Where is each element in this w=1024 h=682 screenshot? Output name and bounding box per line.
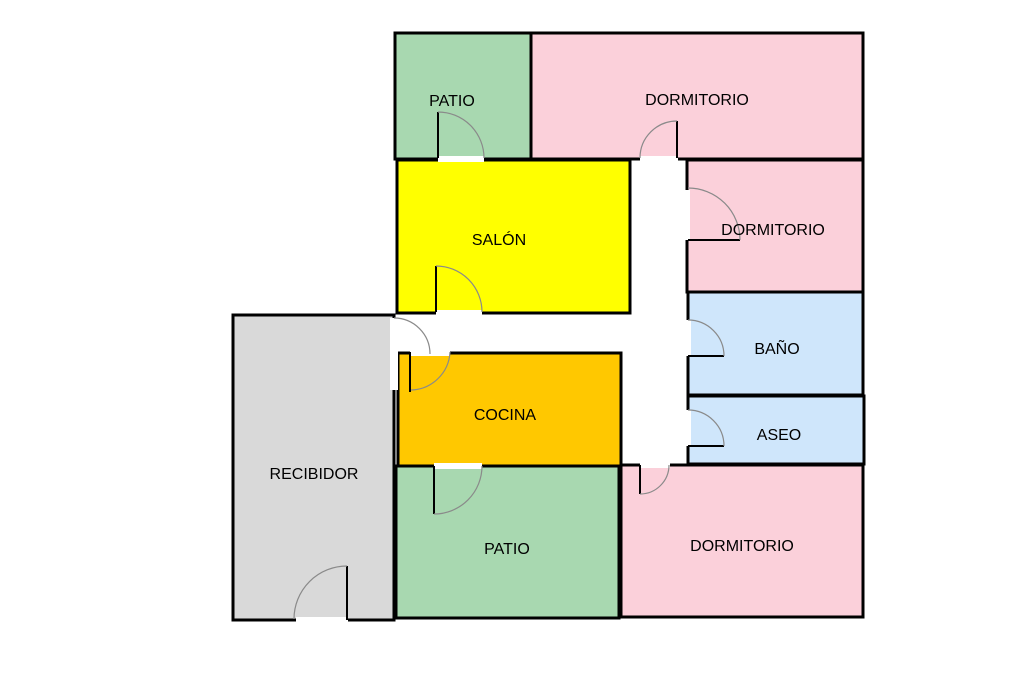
door-arc-patio-bottom [433, 465, 483, 515]
label-salon: SALÓN [472, 230, 526, 249]
door-arc-patio-top [437, 111, 485, 159]
label-recibidor: RECIBIDOR [270, 466, 359, 483]
opening-aseo [685, 410, 691, 446]
door-swings [293, 111, 741, 620]
door-arc-cocina-corridor [409, 351, 451, 391]
door-arc-dormitorio-bottom [639, 464, 670, 495]
door-arc-recibidor-entry [293, 565, 348, 620]
opening-patio-bottom [434, 463, 482, 469]
door-arc-aseo [687, 409, 725, 447]
door-arc-bano [687, 319, 725, 357]
door-arc-recibidor-corridor [393, 317, 431, 355]
opening-recibidor-entry [296, 617, 348, 623]
opening-salon [436, 310, 482, 316]
opening-dormitorio-right [684, 190, 690, 240]
room-recibidor [233, 315, 394, 620]
opening-dormitorio-bottom [640, 462, 670, 468]
wall-dormitorio-bottom [619, 463, 865, 619]
room-dormitorio-right [687, 160, 863, 292]
wall-salon [395, 158, 632, 315]
room-bano [688, 292, 863, 395]
room-fills [233, 33, 864, 620]
door-arc-dormitorio-right [687, 187, 741, 241]
wall-patio-bottom [394, 464, 621, 620]
room-dormitorio-bottom [621, 465, 863, 617]
room-cocina [398, 353, 621, 466]
room-aseo [688, 396, 864, 464]
room-labels: PATIO DORMITORIO SALÓN DORMITORIO BAÑO A… [270, 92, 825, 558]
label-dormitorio-bottom: DORMITORIO [690, 538, 794, 555]
door-arc-dormitorio-top [639, 120, 678, 159]
room-dormitorio-top [531, 33, 863, 159]
opening-dormitorio-top [640, 156, 678, 162]
label-dormitorio-top: DORMITORIO [645, 92, 749, 109]
opening-recibidor-corridor [390, 318, 398, 390]
label-patio-top: PATIO [429, 93, 475, 110]
label-aseo: ASEO [757, 427, 801, 444]
label-bano: BAÑO [754, 338, 799, 358]
opening-bano [685, 320, 691, 356]
walls [231, 31, 866, 622]
label-cocina: COCINA [474, 407, 537, 424]
room-patio-top [395, 33, 531, 159]
label-dormitorio-right: DORMITORIO [721, 222, 825, 239]
door-arc-salon [435, 265, 483, 313]
opening-patio-top [438, 156, 484, 162]
label-patio-bottom: PATIO [484, 541, 530, 558]
